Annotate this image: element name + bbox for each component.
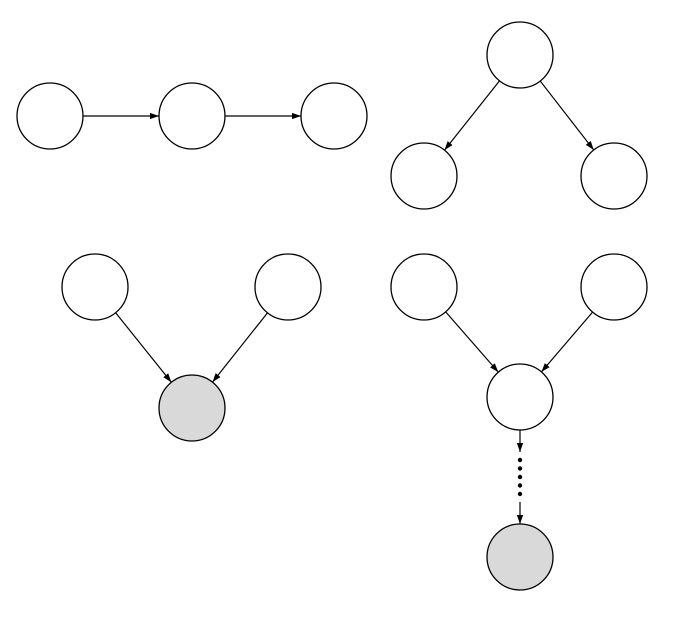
nodes-chain xyxy=(16,82,368,150)
nodes-fork xyxy=(390,21,648,210)
ellipsis-dot xyxy=(517,457,523,463)
diagram-collider xyxy=(115,312,268,383)
edge-fork-p-r xyxy=(539,80,595,151)
edge-fork-p-l xyxy=(444,80,500,151)
node-fork-r xyxy=(580,142,648,210)
ellipsis-dot xyxy=(517,483,523,488)
nodes-collider xyxy=(61,253,322,442)
node-collider-l xyxy=(61,253,129,321)
edge-collider-descendant-l-c xyxy=(445,311,499,373)
ellipsis-dot xyxy=(517,474,523,480)
node-collider-r xyxy=(254,253,322,321)
ellipsis-dot xyxy=(517,491,523,497)
observed-node-collider-c xyxy=(158,374,226,442)
node-fork-l xyxy=(390,142,458,210)
node-collider-descendant-l xyxy=(390,253,458,321)
node-chain-c xyxy=(300,82,368,150)
node-collider-descendant-c xyxy=(486,363,554,431)
diagram-fork xyxy=(444,80,595,151)
edge-collider-descendant-r-c xyxy=(540,311,594,373)
node-chain-b xyxy=(158,82,226,150)
node-chain-a xyxy=(16,82,84,150)
observed-node-collider-descendant-d xyxy=(486,523,554,591)
node-collider-descendant-r xyxy=(580,253,648,321)
nodes-collider-descendant xyxy=(390,253,648,591)
node-fork-p xyxy=(486,21,554,89)
edge-collider-r-c xyxy=(212,312,268,383)
ellipsis-dot xyxy=(517,466,523,471)
edge-collider-l-c xyxy=(115,312,172,383)
diagram-collider-descendant xyxy=(445,311,594,524)
